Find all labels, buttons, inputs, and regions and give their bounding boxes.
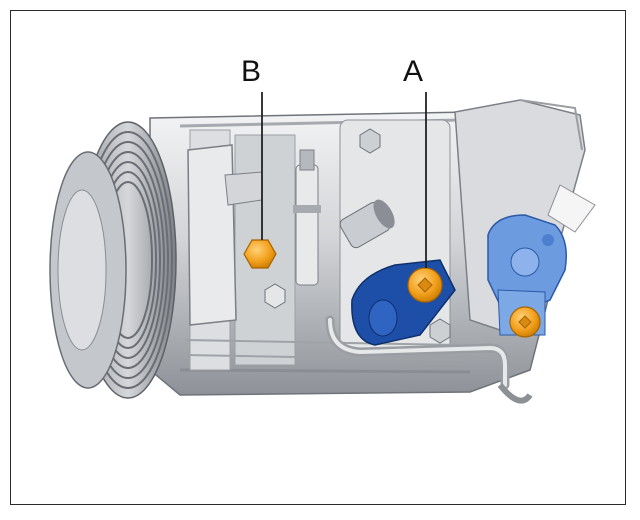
bolt-icon — [407, 267, 443, 303]
callout-label-b: B — [241, 55, 262, 88]
callout-label-a: A — [403, 55, 424, 88]
bolt-icon — [509, 306, 541, 338]
bolt-icon — [243, 239, 277, 269]
pulley-icon — [49, 121, 177, 399]
